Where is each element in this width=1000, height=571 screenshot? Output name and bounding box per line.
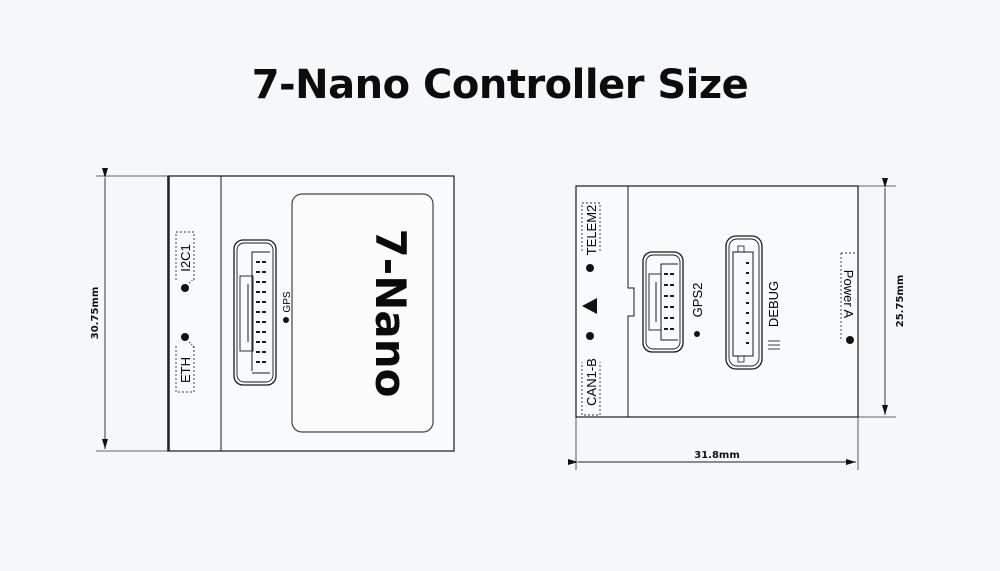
debug-connector [725, 235, 763, 370]
height-dimension-label: 25.75mm [895, 275, 906, 327]
height-dimension-right: 25.75mm [858, 178, 906, 418]
sliders-icon [768, 340, 780, 350]
width-dimension-label: 31.8mm [694, 450, 740, 461]
plug-icon [586, 332, 594, 340]
gps2-connector [642, 251, 684, 353]
left-view: 30.75mm I2C1 ETH [90, 168, 455, 452]
satellite-icon [283, 317, 289, 323]
port-label-telem2: TELEM2 [584, 205, 599, 256]
width-dimension-right: 31.8mm [568, 417, 859, 470]
plug-icon [181, 333, 189, 341]
page-title: 7-Nano Controller Size [251, 62, 749, 108]
port-label-gps: GPS [282, 291, 293, 312]
port-label-eth: ETH [178, 357, 193, 383]
port-label-i2c1: I2C1 [178, 244, 193, 271]
height-dimension-label: 30.75mm [90, 287, 101, 339]
port-label-gps2: GPS2 [690, 283, 705, 318]
port-label-can1b: CAN1-B [584, 358, 599, 406]
right-board-outline [575, 185, 859, 418]
plug-icon [586, 264, 594, 272]
right-view: TELEM2 CAN1-B GPS2 [568, 178, 906, 470]
port-label-power-a: Power A [841, 270, 856, 319]
brand-plate [291, 193, 434, 433]
height-dimension-left: 30.75mm [90, 168, 168, 452]
satellite-icon [694, 331, 700, 337]
plug-icon [181, 284, 189, 292]
brand-text: 7-Nano [366, 229, 415, 398]
plug-icon [846, 336, 854, 344]
port-label-debug: DEBUG [766, 281, 781, 327]
arrow-marker-icon [582, 298, 597, 314]
gps-connector [233, 239, 277, 386]
